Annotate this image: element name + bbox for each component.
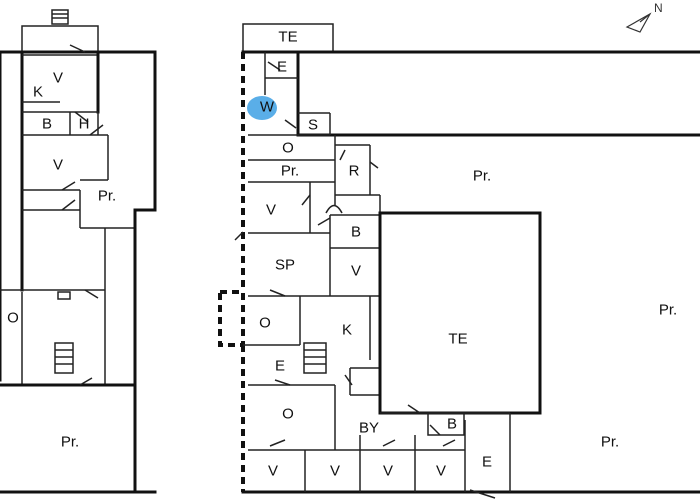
room-label-te: TE — [278, 29, 297, 46]
highlight-marker — [247, 96, 277, 120]
stairs-icon — [54, 342, 74, 374]
room-label-b: B — [42, 116, 52, 133]
stairs-icon — [51, 9, 69, 25]
room-label-pr: Pr. — [601, 434, 619, 451]
room-label-v: V — [330, 463, 340, 480]
room-label-pr: Pr. — [61, 434, 79, 451]
room-label-o: O — [282, 406, 294, 423]
room-label-e: E — [482, 454, 492, 471]
room-label-k: K — [33, 84, 43, 101]
room-label-v: V — [53, 157, 63, 174]
room-label-v: V — [383, 463, 393, 480]
room-label-v: V — [268, 463, 278, 480]
room-label-o: O — [282, 140, 294, 157]
room-label-o: O — [7, 310, 19, 327]
room-label-v: V — [351, 263, 361, 280]
room-label-v: V — [266, 202, 276, 219]
room-label-b: B — [351, 224, 361, 241]
room-label-s: S — [308, 117, 318, 134]
room-label-pr: Pr. — [281, 163, 299, 180]
room-label-w: W — [260, 99, 275, 116]
compass-label: N — [654, 1, 663, 15]
room-label-pr: Pr. — [473, 168, 491, 185]
room-label-sp: SP — [275, 257, 295, 274]
north-arrow-icon — [625, 12, 652, 33]
room-label-o: O — [259, 315, 271, 332]
room-label-k: K — [342, 322, 352, 339]
room-label-b: B — [447, 416, 457, 433]
left-building: V K B H V Pr. O Pr. — [0, 9, 157, 494]
room-label-v: V — [53, 70, 63, 87]
compass: N — [625, 1, 663, 33]
room-label-r: R — [349, 163, 360, 180]
right-building: TE E W S O Pr. R V B SP V O K E TE O BY … — [218, 23, 700, 499]
stairs-icon — [303, 342, 327, 374]
room-label-e: E — [277, 59, 287, 76]
room-label-by: BY — [359, 420, 379, 437]
room-label-te: TE — [448, 331, 467, 348]
room-label-pr: Pr. — [98, 188, 116, 205]
room-label-pr: Pr. — [659, 302, 677, 319]
room-label-e: E — [275, 358, 285, 375]
room-label-v: V — [436, 463, 446, 480]
room-label-h: H — [79, 116, 90, 133]
